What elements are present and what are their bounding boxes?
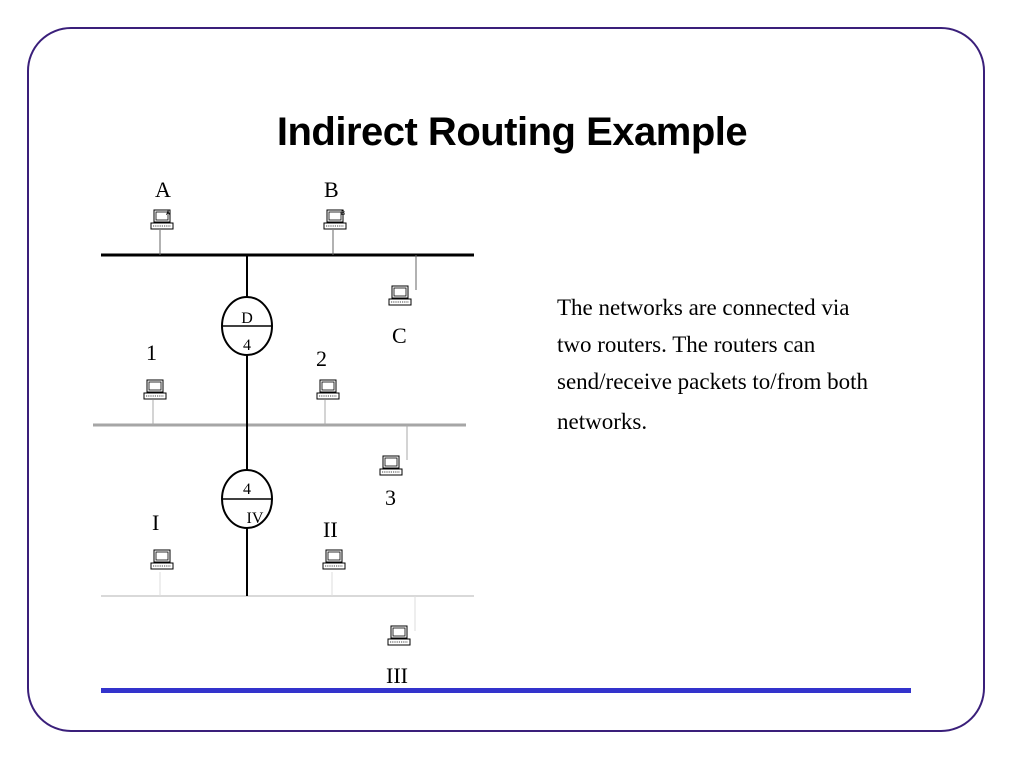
computer-icon <box>322 549 346 570</box>
router-bottom-upper: 4 <box>243 481 251 498</box>
host-label-c: C <box>392 323 407 348</box>
description-text: The networks are connected via two route… <box>557 289 957 440</box>
host-label-3: 3 <box>385 485 396 510</box>
host-label-2: 2 <box>316 346 327 371</box>
host-label-iii: III <box>386 663 408 688</box>
slide-title: Indirect Routing Example <box>276 110 748 154</box>
svg-text:B: B <box>341 210 345 217</box>
computer-icon <box>387 625 411 646</box>
computer-icon <box>150 549 174 570</box>
computer-icon <box>379 455 403 476</box>
computer-icon <box>316 379 340 400</box>
router-top-upper: D <box>241 310 253 327</box>
description-line: two routers. The routers can <box>557 332 816 357</box>
svg-text:A: A <box>166 210 171 217</box>
router-bottom: 4 IV <box>221 469 273 529</box>
router-top-lower: 4 <box>243 337 251 354</box>
router-top: D 4 <box>221 296 273 356</box>
host-label-a: A <box>155 177 171 202</box>
description-line: networks. <box>557 409 648 434</box>
slide-frame <box>27 27 985 732</box>
host-label-1: 1 <box>146 340 157 365</box>
description-line: The networks are connected via <box>557 295 850 320</box>
host-label-i: I <box>152 510 159 535</box>
footer-bar <box>101 688 911 693</box>
host-label-b: B <box>324 177 339 202</box>
host-label-ii: II <box>323 517 338 542</box>
computer-icon <box>388 285 412 306</box>
computer-icon <box>143 379 167 400</box>
router-bottom-lower: IV <box>247 510 264 527</box>
description-line: send/receive packets to/from both <box>557 369 869 394</box>
